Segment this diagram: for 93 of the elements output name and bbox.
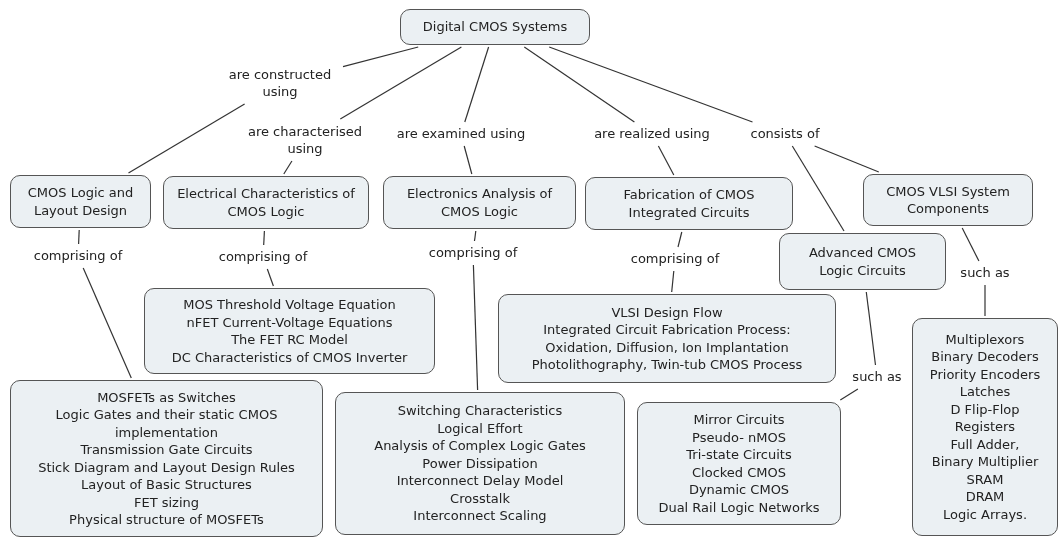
concept-text: Digital CMOS Systems bbox=[422, 18, 568, 36]
concept-box bbox=[637, 402, 841, 525]
concept-text: Logical Effort bbox=[437, 419, 523, 438]
concept-text: Power Dissipation bbox=[422, 454, 538, 473]
linking-phrase: comprising of bbox=[420, 243, 526, 263]
connector-line bbox=[961, 227, 980, 262]
concept-text: SRAM bbox=[966, 470, 1004, 489]
concept-box bbox=[144, 288, 435, 374]
connector-line bbox=[127, 103, 246, 174]
concept-text: Pseudo- nMOS bbox=[692, 428, 786, 446]
concept-text: Electrical Characteristics of CMOS Logic bbox=[176, 185, 356, 220]
connector-line bbox=[657, 145, 675, 176]
concept-text: Crosstalk bbox=[450, 489, 510, 508]
connector-line bbox=[342, 46, 419, 68]
connector-line bbox=[339, 46, 462, 120]
linking-phrase: are realized using bbox=[582, 124, 722, 144]
concept-text: Switching Characteristics bbox=[397, 402, 563, 420]
concept-text: Stick Diagram and Layout Design Rules bbox=[38, 458, 295, 476]
concept-text: Binary Decoders bbox=[931, 348, 1039, 366]
concept-text: Logic Arrays. bbox=[943, 505, 1027, 524]
concept-box bbox=[10, 175, 151, 228]
concept-text: Latches bbox=[959, 383, 1011, 401]
connector-line bbox=[865, 291, 877, 366]
concept-text: Photolithography, Twin-tub CMOS Process bbox=[531, 356, 803, 374]
concept-text: nFET Current-Voltage Equations bbox=[186, 313, 393, 331]
concept-text: Interconnect Delay Model bbox=[396, 472, 564, 490]
concept-text: MOS Threshold Voltage Equation bbox=[183, 296, 396, 314]
concept-text: CMOS Logic and Layout Design bbox=[26, 184, 135, 219]
concept-box bbox=[779, 233, 946, 290]
concept-text: FET sizing bbox=[133, 493, 200, 511]
linking-phrase: are characterised using bbox=[238, 121, 372, 159]
connector-line bbox=[263, 230, 265, 246]
concept-box bbox=[10, 380, 323, 537]
concept-text: Layout of Basic Structures bbox=[81, 476, 252, 494]
connector-line bbox=[472, 264, 479, 391]
concept-text: Dual Rail Logic Networks bbox=[658, 498, 820, 516]
concept-text: Dynamic CMOS bbox=[688, 481, 790, 499]
concept-box bbox=[498, 294, 836, 383]
concept-text: Clocked CMOS bbox=[692, 463, 786, 481]
connector-line bbox=[548, 46, 754, 123]
concept-text: Analysis of Complex Logic Gates bbox=[374, 437, 586, 455]
connector-line bbox=[78, 229, 80, 245]
concept-text: DRAM bbox=[965, 488, 1005, 506]
concept-box bbox=[863, 174, 1033, 226]
concept-box bbox=[335, 392, 625, 535]
concept-text: Multiplexors bbox=[945, 330, 1025, 349]
concept-text: Full Adder, bbox=[950, 435, 1020, 454]
linking-phrase: consists of bbox=[742, 124, 828, 144]
concept-text: Physical structure of MOSFETs bbox=[69, 511, 264, 529]
concept-text: Transmission Gate Circuits bbox=[80, 441, 253, 459]
concept-text: Registers bbox=[954, 418, 1016, 436]
connector-line bbox=[473, 230, 477, 242]
concept-box bbox=[585, 177, 793, 230]
concept-text: Advanced CMOS Logic Circuits bbox=[807, 244, 918, 279]
connector-line bbox=[266, 268, 274, 287]
connector-line bbox=[671, 270, 675, 293]
concept-text: Oxidation, Diffusion, Ion Implantation bbox=[545, 338, 789, 356]
concept-text: Logic Gates and their static CMOS implementation bbox=[54, 406, 279, 441]
concept-text: DC Characteristics of CMOS Inverter bbox=[171, 348, 408, 366]
connector-line bbox=[283, 160, 293, 175]
connector-line bbox=[677, 231, 683, 248]
concept-text: Fabrication of CMOS Integrated Circuits bbox=[622, 186, 756, 221]
concept-box bbox=[383, 176, 576, 229]
linking-phrase: comprising of bbox=[210, 247, 316, 267]
linking-phrase: such as bbox=[845, 367, 909, 387]
concept-text: The FET RC Model bbox=[231, 331, 348, 349]
concept-box bbox=[163, 176, 369, 229]
concept-text: Priority Encoders bbox=[929, 365, 1041, 384]
concept-text: D Flip-Flop bbox=[950, 400, 1020, 419]
concept-text: Interconnect Scaling bbox=[413, 507, 547, 525]
connector-line bbox=[463, 145, 473, 175]
linking-phrase: such as bbox=[955, 263, 1015, 283]
connector-line bbox=[984, 284, 986, 317]
linking-phrase: are constructed using bbox=[220, 64, 340, 102]
connector-line bbox=[839, 388, 859, 401]
connector-line bbox=[464, 46, 490, 123]
connector-line bbox=[791, 145, 845, 232]
concept-text: MOSFETs as Switches bbox=[97, 388, 236, 406]
concept-text: VLSI Design Flow bbox=[611, 303, 723, 321]
concept-box bbox=[400, 9, 590, 45]
concept-text: Electronics Analysis of CMOS Logic bbox=[405, 185, 554, 220]
connector-line bbox=[523, 46, 635, 123]
concept-text: CMOS VLSI System Components bbox=[885, 182, 1011, 218]
concept-text: Integrated Circuit Fabrication Process: bbox=[543, 321, 791, 339]
concept-box bbox=[912, 318, 1058, 536]
linking-phrase: comprising of bbox=[25, 246, 131, 266]
concept-text: Binary Multiplier bbox=[931, 453, 1039, 471]
linking-phrase: are examined using bbox=[396, 124, 526, 144]
concept-text: Mirror Circuits bbox=[693, 411, 785, 429]
connector-line bbox=[82, 267, 132, 379]
connector-line bbox=[814, 145, 880, 173]
concept-text: Tri-state Circuits bbox=[686, 446, 792, 464]
linking-phrase: comprising of bbox=[622, 249, 728, 269]
